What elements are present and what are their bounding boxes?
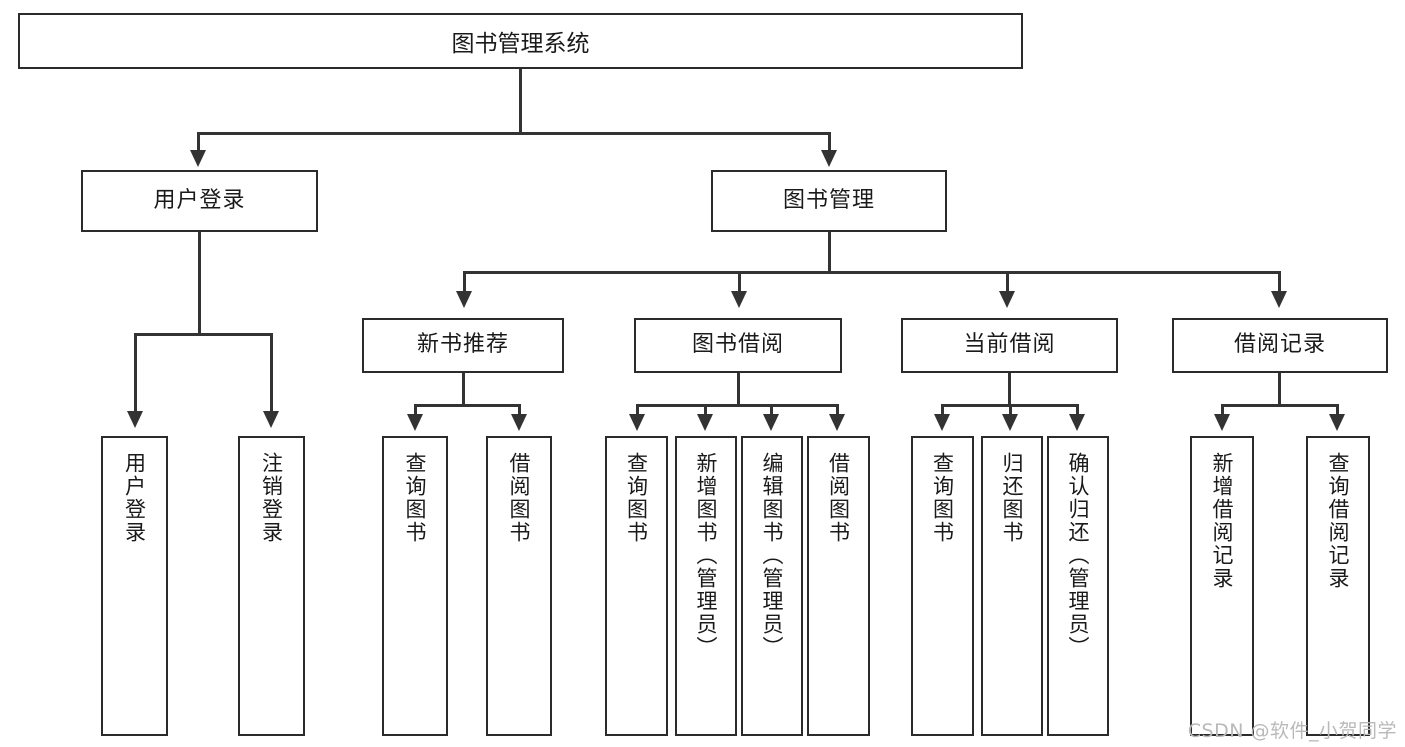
node-borrow-record[interactable]: 借阅记录 (1172, 318, 1388, 373)
edge-drop-borrow-record (1278, 271, 1281, 293)
edge-root-stem (519, 69, 522, 134)
arrow-current-borrow-child-3 (1069, 414, 1085, 431)
leaf-label: 借阅图书 (826, 452, 851, 544)
edge-level3-bus (463, 271, 1281, 274)
node-label: 借阅记录 (1233, 332, 1326, 358)
arrow-new-book-rec-child-1 (407, 414, 423, 431)
node-user-login[interactable]: 用户登录 (81, 170, 318, 232)
leaf-new-book-rec-borrow[interactable]: 借阅图书 (486, 436, 552, 736)
node-current-borrow[interactable]: 当前借阅 (901, 318, 1118, 373)
arrow-to-user-login (190, 150, 206, 167)
edge-root-bus (197, 132, 831, 135)
leaf-label: 查询图书 (930, 452, 955, 544)
edge-borrow-record-stem (1278, 373, 1281, 406)
edge-borrow-record-bus (1221, 404, 1339, 407)
arrow-user-login-child-1 (127, 411, 143, 428)
arrow-to-new-book-rec (456, 291, 472, 308)
arrow-borrow-record-child-1 (1214, 414, 1230, 431)
leaf-borrow-record-query[interactable]: 查询借阅记录 (1306, 436, 1370, 736)
edge-book-borrow-drop-1 (636, 404, 639, 416)
leaf-book-borrow-borrow[interactable]: 借阅图书 (807, 436, 870, 736)
leaf-label: 确认归还（管理员） (1066, 452, 1091, 659)
leaf-new-book-rec-query[interactable]: 查询图书 (382, 436, 448, 736)
leaf-label: 查询借阅记录 (1326, 452, 1351, 590)
leaf-label: 查询图书 (403, 452, 428, 544)
leaf-current-borrow-confirm[interactable]: 确认归还（管理员） (1047, 436, 1109, 736)
edge-user-login-bus (134, 333, 273, 336)
node-root-system[interactable]: 图书管理系统 (18, 13, 1023, 69)
edge-borrow-record-drop-2 (1336, 404, 1339, 416)
node-book-management[interactable]: 图书管理 (711, 170, 947, 232)
edge-current-borrow-drop-2 (1009, 404, 1012, 416)
leaf-book-borrow-edit[interactable]: 编辑图书（管理员） (741, 436, 803, 736)
node-label: 新书推荐 (416, 332, 509, 358)
edge-book-borrow-drop-3 (770, 404, 773, 416)
edge-new-book-rec-bus (414, 404, 521, 407)
arrow-current-borrow-child-2 (1002, 414, 1018, 431)
edge-book-borrow-stem (737, 373, 740, 406)
node-book-borrow[interactable]: 图书借阅 (634, 318, 842, 373)
node-label: 图书管理系统 (451, 31, 590, 57)
edge-user-login-drop-1 (134, 333, 137, 413)
edge-user-login-stem (198, 232, 201, 335)
leaf-book-borrow-query[interactable]: 查询图书 (605, 436, 668, 736)
arrow-user-login-child-2 (263, 411, 279, 428)
arrow-book-borrow-child-3 (763, 414, 779, 431)
node-label: 用户登录 (153, 187, 246, 213)
leaf-borrow-record-add[interactable]: 新增借阅记录 (1190, 436, 1254, 736)
node-label: 当前借阅 (963, 332, 1056, 358)
arrow-to-borrow-record (1271, 291, 1287, 308)
edge-drop-current-borrow (1006, 271, 1009, 293)
edge-book-mgmt-stem (828, 232, 831, 273)
leaf-label: 借阅图书 (507, 452, 532, 544)
arrow-to-book-borrow (731, 291, 747, 308)
arrow-borrow-record-child-2 (1329, 414, 1345, 431)
leaf-label: 注销登录 (259, 452, 284, 544)
leaf-book-borrow-add[interactable]: 新增图书（管理员） (675, 436, 737, 736)
edge-new-book-rec-stem (462, 373, 465, 406)
arrow-current-borrow-child-1 (934, 414, 950, 431)
edge-borrow-record-drop-1 (1221, 404, 1224, 416)
leaf-current-borrow-query[interactable]: 查询图书 (911, 436, 974, 736)
leaf-label: 查询图书 (624, 452, 649, 544)
edge-drop-book-borrow (738, 271, 741, 293)
edge-book-borrow-bus (636, 404, 838, 407)
leaf-label: 用户登录 (122, 452, 147, 544)
edge-new-book-rec-drop-1 (414, 404, 417, 416)
edge-new-book-rec-drop-2 (518, 404, 521, 416)
node-new-book-recommend[interactable]: 新书推荐 (362, 318, 564, 373)
leaf-label: 归还图书 (1000, 452, 1025, 544)
arrow-new-book-rec-child-2 (511, 414, 527, 431)
leaf-label: 编辑图书（管理员） (760, 452, 785, 659)
edge-root-to-user-login (197, 132, 200, 152)
leaf-label: 新增借阅记录 (1210, 452, 1235, 590)
arrow-to-book-mgmt (821, 150, 837, 167)
edge-current-borrow-drop-3 (1076, 404, 1079, 416)
arrow-to-current-borrow (999, 291, 1015, 308)
edge-drop-new-book-rec (463, 271, 466, 293)
edge-user-login-drop-2 (270, 333, 273, 413)
edge-book-borrow-drop-2 (704, 404, 707, 416)
leaf-label: 新增图书（管理员） (694, 452, 719, 659)
node-label: 图书借阅 (691, 332, 784, 358)
edge-root-to-book-mgmt (828, 132, 831, 152)
edge-current-borrow-stem (1008, 373, 1011, 406)
leaf-user-login-logout[interactable]: 注销登录 (238, 436, 305, 736)
leaf-user-login-login[interactable]: 用户登录 (101, 436, 168, 736)
edge-current-borrow-drop-1 (941, 404, 944, 416)
node-label: 图书管理 (782, 187, 875, 213)
arrow-book-borrow-child-4 (829, 414, 845, 431)
arrow-book-borrow-child-2 (697, 414, 713, 431)
arrow-book-borrow-child-1 (629, 414, 645, 431)
leaf-current-borrow-return[interactable]: 归还图书 (981, 436, 1043, 736)
edge-book-borrow-drop-4 (836, 404, 839, 416)
